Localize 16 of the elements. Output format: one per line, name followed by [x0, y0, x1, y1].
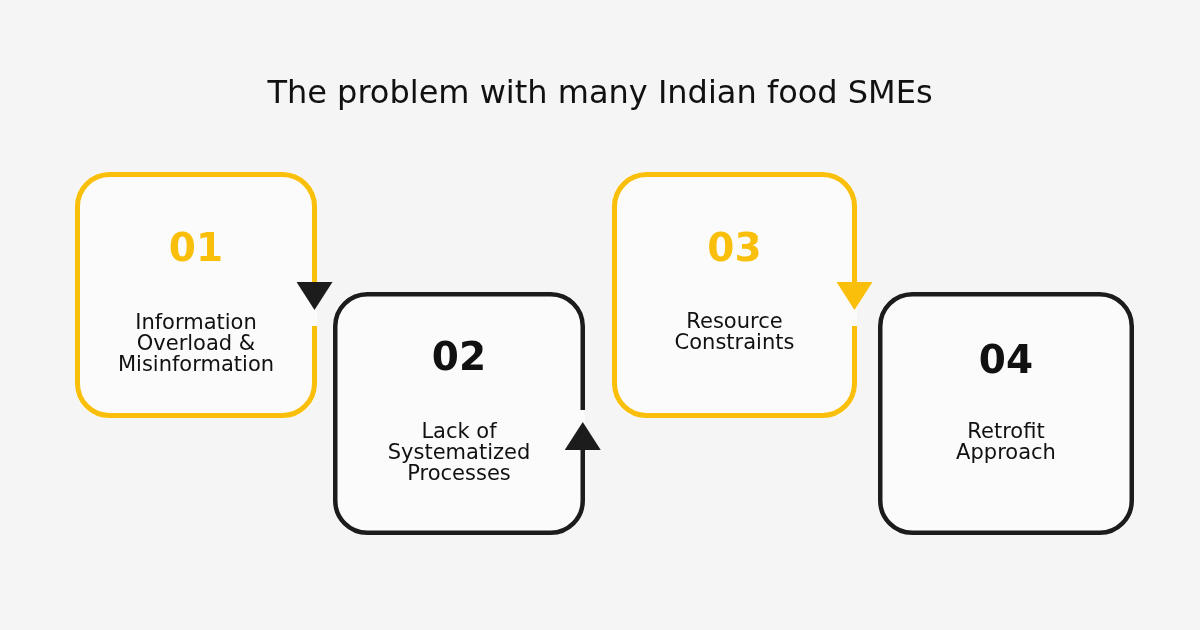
- step-number: 03: [707, 226, 762, 270]
- step-label: Information Overload & Misinformation: [116, 312, 276, 375]
- arrow: [836, 282, 873, 310]
- arrow: [564, 422, 601, 450]
- step-label: Lack of Systematized Processes: [386, 421, 532, 484]
- step-card: [333, 292, 585, 535]
- step-number: 02: [431, 335, 487, 379]
- step-number: 01: [168, 226, 224, 270]
- step-card: [612, 172, 857, 418]
- step-card: [75, 172, 317, 418]
- arrow: [296, 282, 333, 310]
- step-label: Resource Constraints: [673, 311, 796, 353]
- step-number: 04: [978, 338, 1034, 382]
- diagram-title: The problem with many Indian food SMEs: [267, 72, 933, 113]
- step-label: Retrofit Approach: [955, 421, 1057, 463]
- step-card: [878, 292, 1134, 535]
